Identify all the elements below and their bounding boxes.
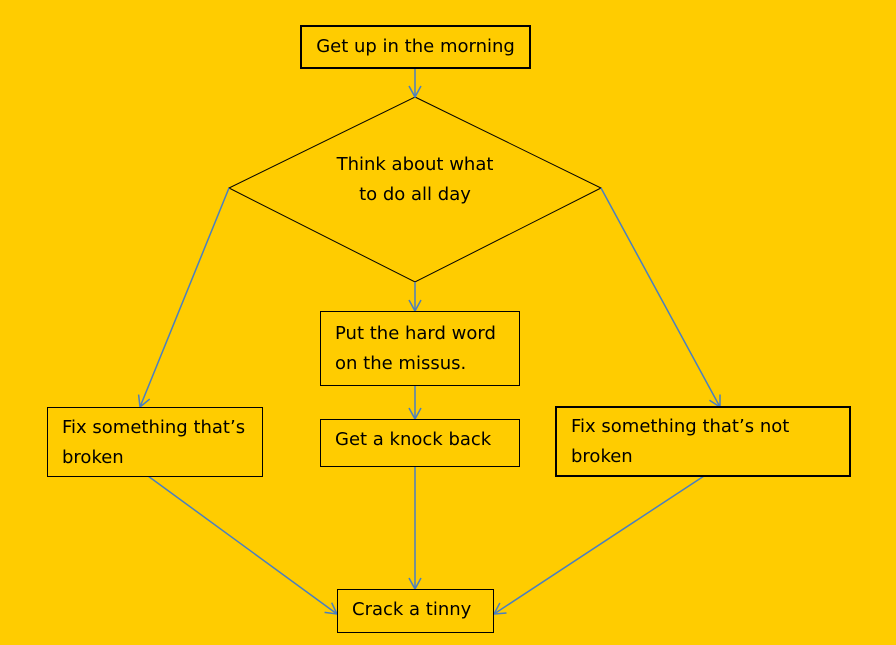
fix-not-broken-box: Fix something that’s not broken <box>555 406 851 477</box>
decision-label: Think about what to do all day <box>300 150 530 210</box>
knock-back-box: Get a knock back <box>320 419 520 467</box>
fix-broken-line-2: broken <box>62 447 124 468</box>
arrow-fix-not-broken-to-end <box>492 475 705 615</box>
crack-a-tinny-box: Crack a tinny <box>337 589 494 633</box>
arrow-fix-broken-to-end <box>147 475 339 615</box>
start-label: Get up in the morning <box>316 36 515 57</box>
start-box: Get up in the morning <box>300 25 531 69</box>
fix-broken-line-1: Fix something that’s <box>62 417 246 438</box>
decision-label-line-2: to do all day <box>359 184 471 205</box>
crack-a-tinny-label: Crack a tinny <box>352 599 472 620</box>
fix-not-broken-line-2: broken <box>571 446 633 467</box>
fix-broken-box: Fix something that’s broken <box>47 407 263 477</box>
knock-back-label: Get a knock back <box>335 429 492 450</box>
arrow-decision-to-fix-broken <box>137 187 230 409</box>
hard-word-box: Put the hard word on the missus. <box>320 311 520 386</box>
fix-not-broken-line-1: Fix something that’s not <box>571 416 790 437</box>
hard-word-line-2: on the missus. <box>335 353 467 374</box>
decision-label-line-1: Think about what <box>336 154 494 175</box>
arrow-decision-to-fix-not-broken <box>600 187 721 409</box>
hard-word-line-1: Put the hard word <box>335 323 496 344</box>
